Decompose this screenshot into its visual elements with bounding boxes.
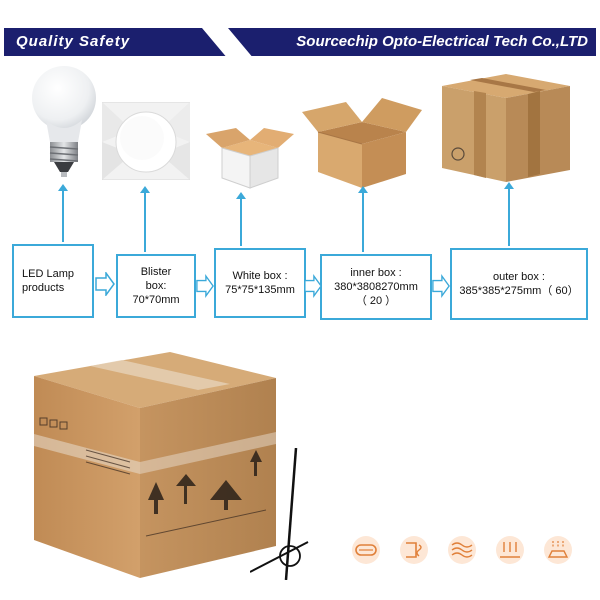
outer-box-image [442, 74, 570, 182]
arrow-right-1 [95, 272, 115, 296]
inner-box-image [302, 98, 422, 188]
blister-box-image [102, 102, 190, 180]
wave-icon [448, 536, 476, 564]
flow-box-outer: outer box : 385*385*275mm（ 60） [450, 248, 588, 320]
company-name: Sourcechip Opto-Electrical Tech Co.,LTD [296, 33, 588, 50]
carton-photo [34, 352, 276, 578]
led-bulb-image [32, 66, 96, 177]
arrow-up-blister [140, 186, 150, 252]
heat-icon [400, 536, 428, 564]
arrow-up-outer [504, 182, 514, 246]
flow-box-inner: inner box : 380*3808270mm （ 20 ） [320, 254, 432, 320]
arrow-right-4 [432, 274, 450, 298]
arrow-up-inner [358, 186, 368, 252]
flow-box-white: White box : 75*75*135mm [214, 248, 306, 318]
white-box-image [206, 128, 294, 189]
conveyor-icon [352, 536, 380, 564]
flow-box-led: LED Lamp products [12, 244, 94, 318]
arrow-up-led [58, 184, 68, 242]
arrow-right-2 [196, 274, 214, 298]
steam-icon [544, 536, 572, 564]
signature-mark [250, 448, 309, 580]
header-banner: Quality Safety Sourcechip Opto-Electrica… [4, 28, 596, 56]
banner-divider [202, 28, 252, 56]
flow-box-blister: Blister box: 70*70mm [116, 254, 196, 318]
pressure-icon [496, 536, 524, 564]
arrow-up-white [236, 192, 246, 246]
quality-safety-title: Quality Safety [16, 33, 131, 50]
arrow-right-3 [304, 274, 322, 298]
